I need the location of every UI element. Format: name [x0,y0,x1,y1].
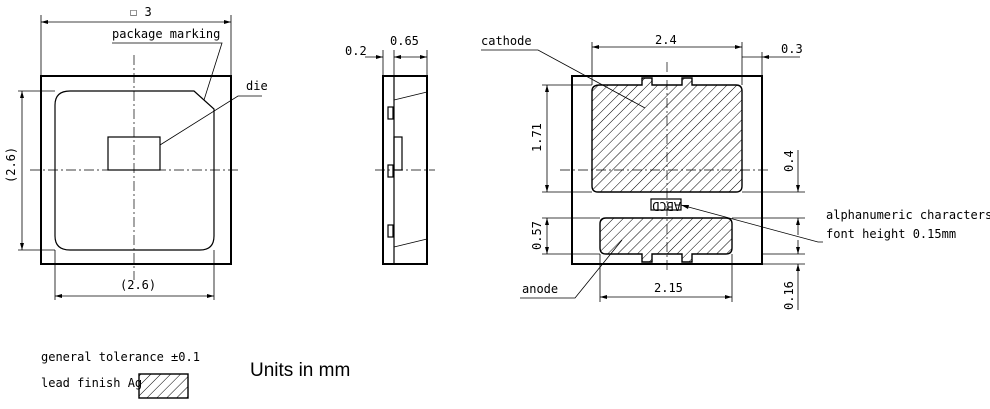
dim-0-16-label: 0.16 [782,281,796,310]
units-note: Units in mm [250,360,350,381]
package-marking-symbol-label: ☐ 3 [130,5,152,19]
dim-0-65-label: 0.65 [390,34,419,48]
height-2-6-label: (2.6) [4,147,18,183]
anode-pad [599,217,733,263]
alphanumeric-label-line1: alphanumeric characters [826,208,990,222]
cathode-label: cathode [481,34,532,48]
dim-1-71-label: 1.71 [530,123,544,152]
die-label: die [246,79,268,93]
bottom-view: ABCD 2.4 0.3 1.71 0.4 [481,33,990,310]
alphanumeric-label-line2: font height 0.15mm [826,227,956,241]
lead-finish-note: lead finish Ag [41,376,142,390]
anode-label: anode [522,282,558,296]
notes: general tolerance ±0.1 lead finish Ag Un… [41,350,350,399]
dim-0-3-label: 0.3 [781,42,803,56]
marking-box [650,198,682,211]
marking-text: ABCD [652,199,681,213]
top-view: ☐ 3 package marking die (2.6) (2.6) [4,5,268,300]
dim-2-4-label: 2.4 [655,33,677,47]
lead-finish-hatch-swatch [138,373,189,399]
width-2-6-label: (2.6) [120,278,156,292]
side-view: 0.2 0.65 [345,34,435,265]
lens-outline [54,90,215,251]
package-marking-label: package marking [112,27,220,41]
dim-0-2-label: 0.2 [345,44,367,58]
dim-2-15-label: 2.15 [654,281,683,295]
general-tolerance-note: general tolerance ±0.1 [41,350,200,364]
dim-0-4-label: 0.4 [782,150,796,172]
dim-0-57-label: 0.57 [530,221,544,250]
